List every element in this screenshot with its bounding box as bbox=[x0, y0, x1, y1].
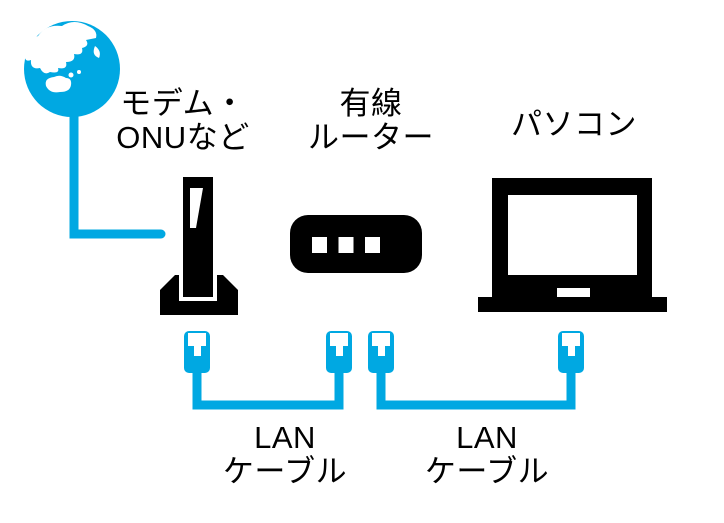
connector-notch bbox=[330, 333, 348, 356]
router-body bbox=[290, 215, 422, 273]
laptop-base bbox=[478, 297, 667, 312]
modem-label-line2: ONUなど bbox=[116, 120, 250, 155]
lan-connector-icon-modem bbox=[184, 331, 210, 373]
connector-notch bbox=[188, 333, 206, 356]
laptop-icon bbox=[478, 178, 667, 312]
lan-connector-icon-pc bbox=[558, 331, 584, 373]
pc-label-line1: パソコン bbox=[511, 107, 637, 142]
router-led bbox=[365, 237, 380, 253]
laptop-hinge-notch bbox=[557, 288, 590, 297]
pc-label: パソコン bbox=[511, 108, 637, 142]
internet-line bbox=[69, 95, 166, 239]
wired-router-icon bbox=[290, 215, 422, 273]
lan-cable-label-1-line2: ケーブル bbox=[222, 454, 348, 489]
router-led bbox=[312, 237, 327, 253]
lan-connector-icon-router-left bbox=[326, 331, 352, 373]
modem-stand bbox=[160, 275, 238, 315]
lan-cable-label-2: LAN ケーブル bbox=[425, 421, 549, 489]
globe-island-dot bbox=[68, 72, 74, 78]
router-label: 有線 ルーター bbox=[308, 87, 434, 155]
laptop-screen bbox=[508, 195, 637, 275]
globe-icon bbox=[24, 21, 120, 117]
lan-cable-line-1 bbox=[192, 370, 344, 410]
router-label-line1: 有線 bbox=[339, 86, 403, 121]
globe-landmass-islands bbox=[93, 46, 100, 58]
modem-label-line1: モデム・ bbox=[120, 86, 246, 121]
router-label-line2: ルーター bbox=[308, 120, 434, 155]
globe-island-dot bbox=[77, 70, 81, 74]
globe-landmass-australia bbox=[45, 75, 72, 93]
lan-cable-label-2-line1: LAN bbox=[456, 420, 518, 455]
lan-cable-label-1-line1: LAN bbox=[254, 420, 316, 455]
modem-slot bbox=[190, 188, 203, 228]
lan-cable-label-1: LAN ケーブル bbox=[223, 421, 347, 489]
globe-landmass-asia bbox=[24, 22, 97, 74]
lan-connector-icon-router-right bbox=[368, 331, 394, 373]
router-led bbox=[338, 237, 354, 253]
connector-notch bbox=[372, 333, 390, 356]
lan-cable-label-2-line2: ケーブル bbox=[424, 454, 550, 489]
modem-label: モデム・ ONUなど bbox=[116, 87, 249, 155]
lan-cable-line-2 bbox=[376, 370, 576, 410]
connector-notch bbox=[562, 333, 580, 356]
modem-onu-icon bbox=[160, 177, 238, 315]
